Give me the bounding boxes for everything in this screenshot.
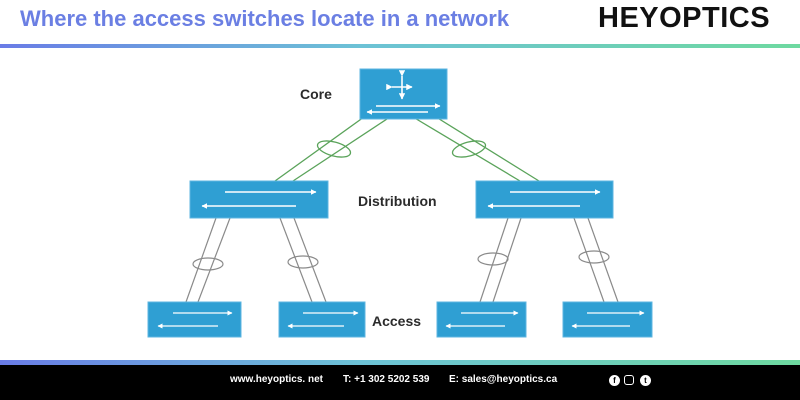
- bidirectional-arrows-icon: [445, 310, 519, 329]
- twitter-icon[interactable]: t: [640, 375, 651, 386]
- access-link: [185, 217, 217, 303]
- link-aggregation-ring: [287, 255, 319, 269]
- brand-logo: HEYOPTICS: [598, 2, 771, 34]
- distribution-access-links: [185, 217, 619, 303]
- bidirectional-arrows-icon: [487, 189, 601, 209]
- facebook-icon[interactable]: f: [609, 375, 620, 386]
- access-link: [492, 217, 522, 303]
- layer-label-core: Core: [300, 86, 332, 102]
- uplink-core-right-a: [412, 116, 521, 182]
- link-aggregation-ring: [578, 250, 610, 264]
- core-switch: [359, 68, 448, 120]
- access-link: [279, 217, 313, 303]
- layer-label-distribution: Distribution: [358, 193, 437, 209]
- core-distribution-links: [274, 116, 540, 182]
- link-aggregation-ring: [316, 140, 352, 158]
- instagram-icon[interactable]: [624, 375, 634, 385]
- link-aggregation-ring: [192, 257, 224, 271]
- footer-email-link[interactable]: E: sales@heyoptics.ca: [449, 374, 558, 385]
- distribution-switch-right: [475, 180, 614, 219]
- bidirectional-arrows-icon: [287, 310, 359, 329]
- bidirectional-arrows-icon: [571, 310, 645, 329]
- footer-bar: www.heyoptics. net T: +1 302 5202 539 E:…: [0, 365, 800, 400]
- access-link: [573, 217, 605, 303]
- link-aggregation-ring: [477, 252, 509, 266]
- access-link: [587, 217, 619, 303]
- access-switch-2: [278, 301, 366, 338]
- bidirectional-arrows-icon: [157, 310, 233, 329]
- footer-divider: [0, 360, 800, 365]
- access-link: [197, 217, 231, 303]
- access-switch-4: [562, 301, 653, 338]
- network-hierarchy-diagram: Core Distribution Access: [147, 68, 653, 338]
- router-cross-arrows-icon: [386, 70, 413, 100]
- link-aggregation-ring: [451, 140, 487, 158]
- bidirectional-arrows-icon: [201, 189, 317, 209]
- footer-website-link[interactable]: www.heyoptics. net: [230, 374, 323, 385]
- page-title: Where the access switches locate in a ne…: [20, 6, 510, 31]
- access-switch-3: [436, 301, 527, 338]
- access-switch-1: [147, 301, 242, 338]
- bidirectional-arrows-icon: [366, 103, 441, 115]
- distribution-switch-left: [189, 180, 329, 219]
- layer-label-access: Access: [372, 313, 421, 329]
- access-link: [479, 217, 509, 303]
- access-link: [293, 217, 327, 303]
- header-divider: [0, 44, 800, 48]
- uplink-core-right-b: [435, 116, 540, 182]
- uplink-core-left-b: [292, 116, 391, 182]
- footer-phone: T: +1 302 5202 539: [343, 374, 430, 385]
